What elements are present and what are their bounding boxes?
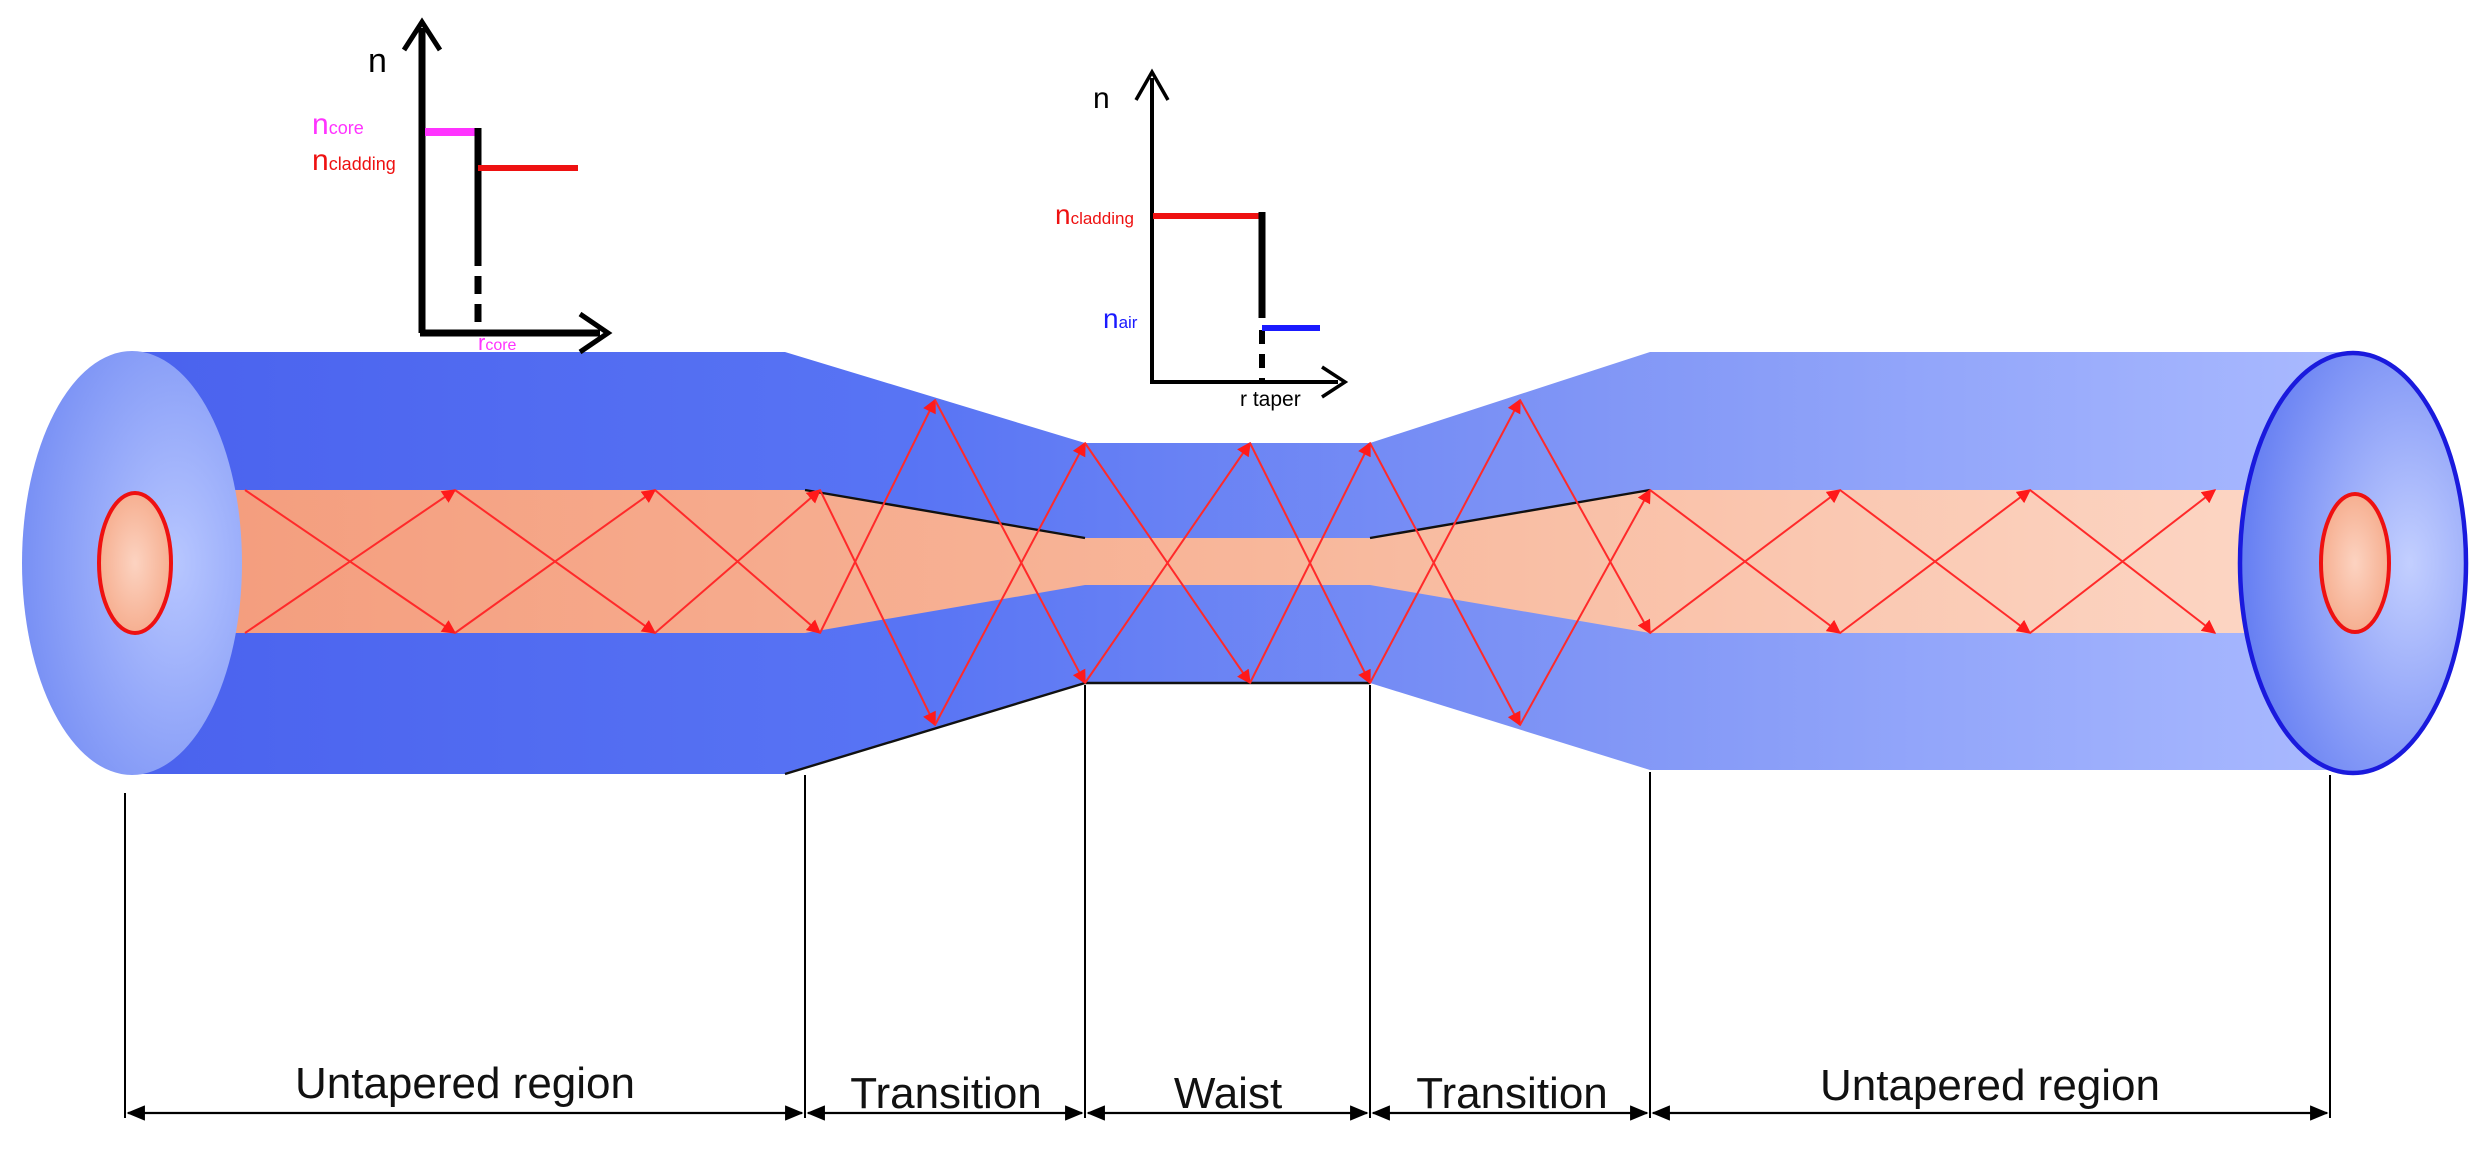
light-rays <box>244 398 2217 727</box>
graph1-n-cladding-label: ncladding <box>312 144 396 177</box>
graph2-n-cladding-label: ncladding <box>1055 199 1134 230</box>
fiber-core <box>150 490 2260 633</box>
region-labels: Untapered region Transition Waist Transi… <box>295 1059 2160 1118</box>
index-profile-untapered: n ncore ncladding rcore <box>312 17 613 355</box>
fiber-right-core-end <box>2319 492 2391 634</box>
region-label-waist: Waist <box>1174 1069 1282 1118</box>
graph2-r-axis-label: r taper <box>1240 388 1301 411</box>
index-profile-waist: n ncladding nair r taper <box>1055 68 1349 411</box>
fiber-left-core-end <box>97 491 173 635</box>
region-label-untapered-left: Untapered region <box>295 1059 635 1108</box>
graph2-n-air-label: nair <box>1103 303 1138 334</box>
graph2-axis-n-label: n <box>1093 82 1110 115</box>
graph1-r-axis-label: rcore <box>478 330 517 355</box>
region-label-untapered-right: Untapered region <box>1820 1061 2160 1110</box>
region-label-transition-left: Transition <box>850 1069 1042 1118</box>
graph1-axis-n-label: n <box>368 42 387 80</box>
region-boundaries <box>124 685 2331 1118</box>
region-label-transition-right: Transition <box>1416 1069 1608 1118</box>
graph1-n-core-label: ncore <box>312 108 364 141</box>
